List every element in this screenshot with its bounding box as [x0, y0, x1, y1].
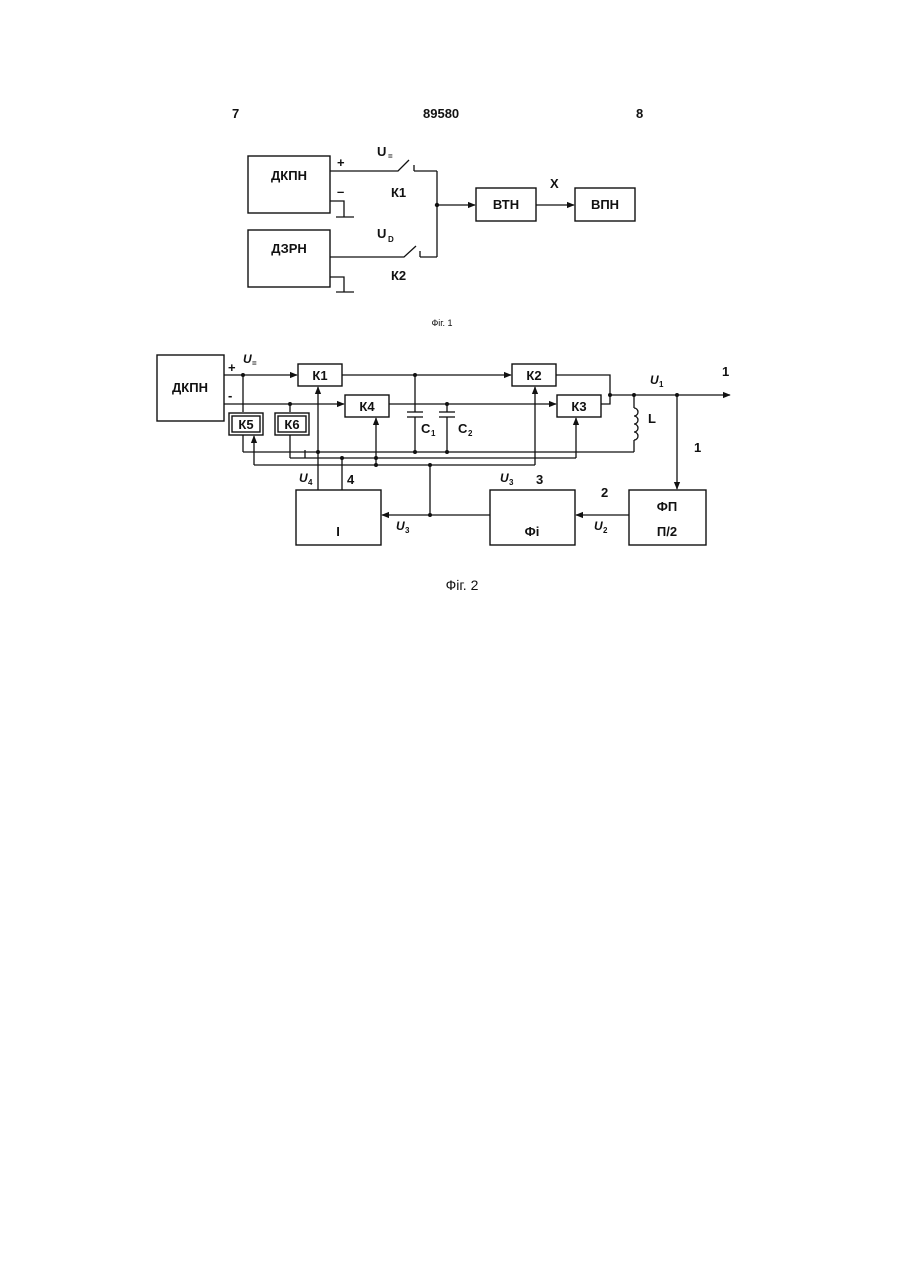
fig1-u-d-label: U	[377, 226, 386, 241]
fig2-fp-label-bottom: П/2	[657, 524, 677, 539]
fig2-c1-label: C	[421, 421, 431, 436]
fig1-dzrn-label: ДЗРН	[271, 241, 307, 256]
fig2-u1-label: U	[650, 373, 659, 387]
fig2-i-label: І	[336, 524, 340, 539]
fig2-k1-label: К1	[312, 368, 327, 383]
fig2-output-number: 1	[722, 364, 729, 379]
fig2-node-rail-c2	[445, 450, 449, 454]
fig2-u3-bottom-label: U	[396, 519, 405, 533]
fig1-ground-wire-1	[330, 201, 344, 217]
fig2-u3-top-label: U	[500, 471, 509, 485]
fig2-u1-sub: 1	[659, 380, 664, 389]
fig2-k2-label: К2	[526, 368, 541, 383]
fig2-u3-bottom-sub: 3	[405, 526, 410, 535]
fig2-l-label: L	[648, 411, 656, 426]
fig2-dkpn-label: ДКПН	[172, 380, 208, 395]
fig2-minus-terminal: -	[228, 388, 232, 403]
fig2-u3-top-sub: 3	[509, 478, 514, 487]
fig2-fp-label-top: ФП	[657, 499, 677, 514]
fig2-u-eq-sub: =	[252, 359, 257, 368]
fig2-number-3: 3	[536, 472, 543, 487]
fig2-node-rail-c1	[413, 450, 417, 454]
fig1-x-label: X	[550, 176, 559, 191]
fig2-u2-sub: 2	[603, 526, 608, 535]
fig1-minus-terminal: –	[337, 184, 344, 199]
fig1-u-main-label: U	[377, 144, 386, 159]
fig1-dkpn-label: ДКПН	[271, 168, 307, 183]
fig2-plus-terminal: +	[228, 360, 236, 375]
fig2-u-eq-label: U	[243, 352, 252, 366]
fig2-u4-label: U	[299, 471, 308, 485]
fig2-c2-label: C	[458, 421, 468, 436]
fig2-k5-label: К5	[238, 417, 253, 432]
fig2-fi-label: Фі	[525, 524, 540, 539]
fig2-k3-label: К3	[571, 399, 586, 414]
fig2-number-4: 4	[347, 472, 355, 487]
fig2-node-bus3-a	[374, 463, 378, 467]
fig2-caption: Фіг. 2	[446, 577, 479, 593]
fig1-plus-terminal: +	[337, 155, 345, 170]
fig2-l-coil	[634, 408, 638, 440]
fig1-caption: Фіг. 1	[431, 318, 452, 328]
fig2-c2-sub: 2	[468, 429, 473, 438]
fig2-k6-label: К6	[284, 417, 299, 432]
fig2-u2-label: U	[594, 519, 603, 533]
fig1-k1-label: К1	[391, 185, 406, 200]
fig1-k2-label: К2	[391, 268, 406, 283]
fig1-dzrn-block	[248, 230, 330, 287]
fig1-vtn-label: ВТН	[493, 197, 519, 212]
fig2-number-2: 2	[601, 485, 608, 500]
fig2-c1-sub: 1	[431, 429, 436, 438]
fig1-dkpn-block	[248, 156, 330, 213]
fig2-u4-sub: 4	[308, 478, 313, 487]
fig2-k2-out	[556, 375, 610, 395]
figure-1: ДКПН ДЗРН + – ВТН X ВПН К1	[248, 144, 635, 328]
fig1-u-d-sub: D	[388, 235, 394, 244]
fig2-k4-label: К4	[359, 399, 375, 414]
fig1-vpn-label: ВПН	[591, 197, 619, 212]
fig1-ground-wire-2	[330, 277, 344, 292]
fig1-k2-wire	[330, 246, 416, 257]
figure-2: ДКПН + - U = К1 К4 C 1	[157, 352, 730, 593]
fig2-arrow-number-1: 1	[694, 440, 701, 455]
fig1-u-main-sub: =	[388, 152, 393, 161]
